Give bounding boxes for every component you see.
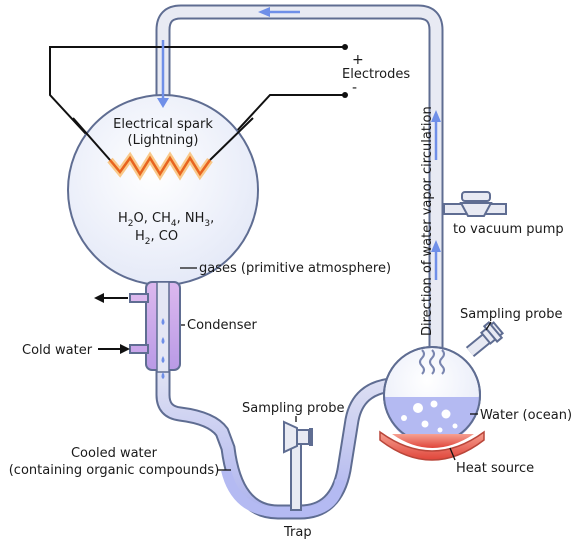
cold-water-label: Cold water	[22, 343, 93, 358]
positive-terminal	[342, 44, 348, 50]
electrodes-label: Electrodes	[342, 67, 410, 82]
droplet-icon	[161, 318, 165, 325]
droplet-icon	[161, 356, 165, 363]
plus-sign: +	[352, 52, 364, 68]
heat-source	[379, 430, 485, 461]
cooled-water-label-line2: (containing organic compounds)	[9, 463, 220, 478]
trap-sampling-valve	[283, 420, 313, 454]
vacuum-valve	[459, 191, 493, 217]
water-in-arrow	[120, 344, 130, 354]
ocean-water	[384, 397, 480, 445]
water-out-arrow	[94, 293, 104, 303]
trap-label: Trap	[283, 525, 312, 540]
condenser	[129, 281, 181, 379]
bubbles	[401, 400, 458, 433]
flow-arrow-left	[258, 7, 270, 17]
water-ocean-label: Water (ocean)	[480, 408, 572, 423]
flow-arrow-up-2	[431, 240, 441, 252]
gases-label: gases (primitive atmosphere)	[199, 261, 391, 276]
flow-arrow-up-1	[431, 110, 441, 122]
condenser-label: Condenser	[187, 318, 258, 333]
negative-terminal	[342, 92, 348, 98]
droplet-icon	[161, 372, 165, 379]
gas-formula-line2: H2, CO	[135, 229, 178, 247]
vacuum-pump-label: to vacuum pump	[453, 222, 564, 237]
gas-formula-line1: H2O, CH4, NH3,	[118, 211, 214, 229]
vapor-direction-label: Direction of water vapor circulation	[420, 106, 435, 336]
cooled-water-label-line1: Cooled water	[71, 446, 158, 461]
spark-label-line1: Electrical spark	[113, 117, 213, 132]
droplet-icon	[161, 337, 165, 344]
leader-lines	[180, 267, 492, 471]
minus-sign: -	[352, 80, 357, 96]
sampling-probe-right-label: Sampling probe	[460, 307, 563, 322]
spark-icon	[109, 155, 212, 177]
sampling-probe-left-label: Sampling probe	[242, 401, 345, 416]
steam-icon	[419, 349, 445, 375]
spark-label-line2: (Lightning)	[128, 133, 199, 148]
heat-source-label: Heat source	[456, 461, 534, 476]
glass-tubing	[154, 4, 507, 520]
